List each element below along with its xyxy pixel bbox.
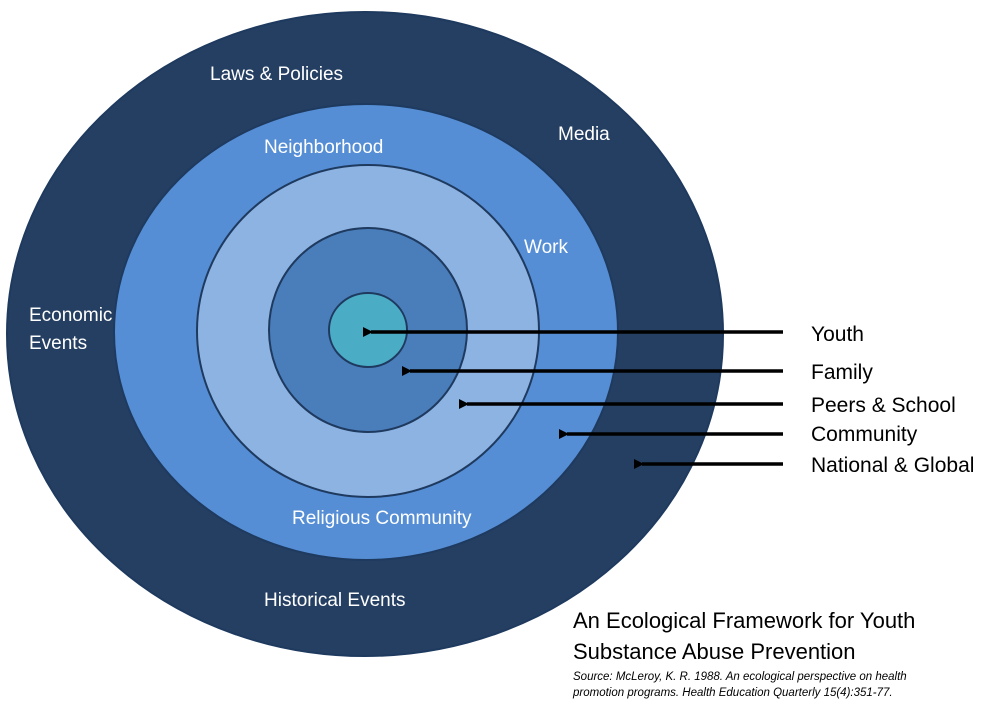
figure-title-line: Substance Abuse Prevention bbox=[573, 639, 856, 664]
level-label-peers-school: Peers & School bbox=[811, 394, 956, 417]
religious-community-label: Religious Community bbox=[292, 508, 472, 529]
level-label-youth: Youth bbox=[811, 323, 864, 346]
neighborhood-label: Neighborhood bbox=[264, 137, 383, 158]
figure-title: An Ecological Framework for Youth Substa… bbox=[573, 605, 993, 667]
source-citation-line: Source: McLeroy, K. R. 1988. An ecologic… bbox=[573, 671, 907, 683]
source-citation: Source: McLeroy, K. R. 1988. An ecologic… bbox=[573, 669, 993, 701]
work-label: Work bbox=[524, 237, 568, 258]
figure-title-line: An Ecological Framework for Youth bbox=[573, 608, 916, 633]
level-label-national-global: National & Global bbox=[811, 454, 974, 477]
events-label: Events bbox=[29, 333, 87, 354]
economic-label: Economic bbox=[29, 305, 112, 326]
youth-core bbox=[328, 292, 408, 368]
source-citation-line: promotion programs. Health Education Qua… bbox=[573, 687, 893, 699]
historical-events-label: Historical Events bbox=[264, 590, 406, 611]
media-label: Media bbox=[558, 124, 610, 145]
level-label-community: Community bbox=[811, 423, 918, 446]
level-label-family: Family bbox=[811, 361, 873, 384]
laws-policies-label: Laws & Policies bbox=[210, 64, 343, 85]
